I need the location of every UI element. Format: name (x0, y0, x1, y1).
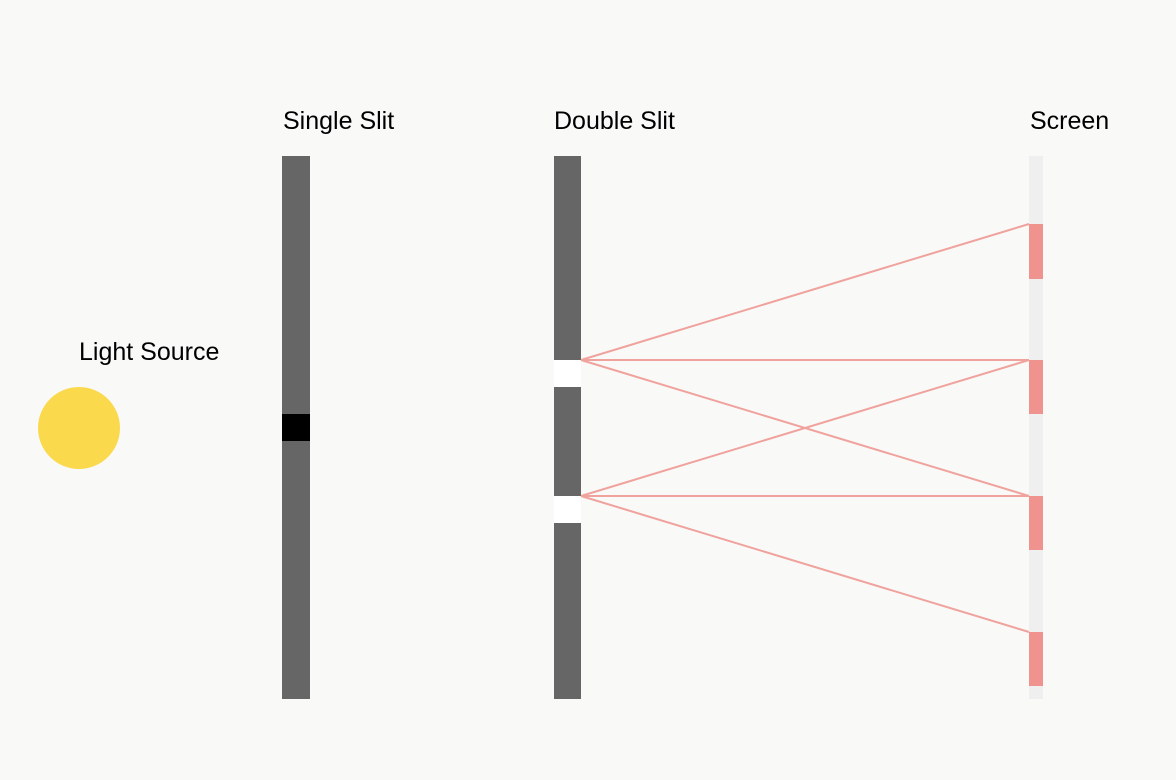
ray-bottom-to-fringe-4 (580, 495, 1030, 633)
light-rays (580, 223, 1030, 633)
bright-fringe-1 (1029, 224, 1043, 279)
screen (1029, 156, 1043, 699)
double-slit-opening-top (554, 360, 581, 387)
double-slit-barrier (554, 156, 581, 699)
light-source-label: Light Source (79, 338, 219, 366)
double-slit-label: Double Slit (554, 107, 675, 135)
single-slit-opening (282, 414, 310, 441)
ray-bottom-to-fringe-2 (580, 359, 1030, 497)
bright-fringe-4 (1029, 632, 1043, 686)
ray-top-to-fringe-1 (580, 223, 1030, 361)
bright-fringe-3 (1029, 496, 1043, 550)
single-slit-label: Single Slit (283, 107, 394, 135)
double-slit-opening-bottom (554, 496, 581, 523)
screen-label: Screen (1030, 107, 1109, 135)
light-source (38, 387, 120, 469)
bright-fringe-2 (1029, 360, 1043, 414)
